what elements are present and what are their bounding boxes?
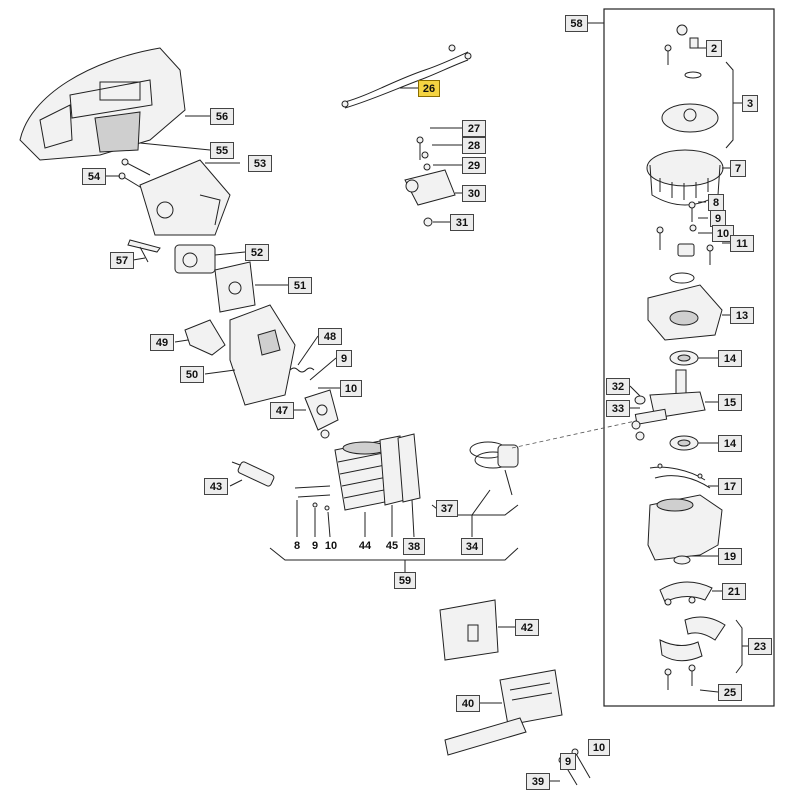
heat-shield [439, 599, 499, 661]
callout-21: 21 [722, 583, 746, 600]
callout-59: 59 [394, 572, 416, 589]
callout-32: 32 [606, 378, 630, 395]
callout-34: 34 [461, 538, 483, 555]
callout-56: 56 [210, 108, 234, 125]
callout-47: 47 [270, 402, 294, 419]
callout-11: 11 [730, 235, 754, 252]
callout-19: 19 [718, 548, 742, 565]
wiring-harness [341, 44, 472, 109]
callout-48: 48 [318, 328, 342, 345]
callout-10d: 10 [588, 739, 610, 756]
clutch-shoes [659, 616, 726, 662]
callout-54: 54 [82, 168, 106, 185]
callout-43: 43 [204, 478, 228, 495]
callout-10b: 10 [324, 540, 338, 552]
callout-42: 42 [515, 619, 539, 636]
callout-9c: 9 [336, 350, 352, 367]
wire-leads [649, 463, 711, 489]
bearing-lower [669, 435, 699, 451]
gasket [214, 261, 256, 313]
bolt [127, 239, 161, 263]
callout-58: 58 [565, 15, 588, 32]
crankcase [647, 494, 723, 561]
crankshaft [631, 369, 706, 441]
spark-plug [231, 461, 275, 487]
intake-manifold [304, 389, 339, 439]
washer [673, 555, 691, 565]
bracket [184, 319, 226, 356]
callout-10c: 10 [340, 380, 362, 397]
nut-and-bolt [664, 24, 699, 65]
callout-49: 49 [150, 334, 174, 351]
callout-17: 17 [718, 478, 742, 495]
callout-33: 33 [606, 400, 630, 417]
callout-53: 53 [248, 155, 272, 172]
callout-52: 52 [245, 244, 269, 261]
callout-7: 7 [730, 160, 746, 177]
callout-44: 44 [358, 540, 372, 552]
callout-9b: 9 [311, 540, 319, 552]
callout-3: 3 [742, 95, 758, 112]
callout-38: 38 [403, 538, 425, 555]
callout-28: 28 [462, 137, 486, 154]
ignition-coil [404, 136, 456, 227]
cylinder-gasket [379, 433, 421, 506]
callout-45: 45 [385, 540, 399, 552]
callout-39: 39 [526, 773, 550, 790]
callout-15: 15 [718, 394, 742, 411]
engine-cover [19, 47, 186, 161]
fan-housing [647, 284, 723, 341]
callout-50: 50 [180, 366, 204, 383]
callout-13: 13 [730, 307, 754, 324]
callout-23: 23 [748, 638, 772, 655]
callout-9d: 9 [560, 753, 576, 770]
subassembly-frame [603, 8, 775, 707]
callout-14a: 14 [718, 350, 742, 367]
callout-8a: 8 [708, 194, 724, 211]
clutch-plate [659, 581, 713, 606]
bearing [669, 350, 699, 366]
callout-29: 29 [462, 157, 486, 174]
callout-25: 25 [718, 684, 742, 701]
callout-40: 40 [456, 695, 480, 712]
callout-51: 51 [288, 277, 312, 294]
muffler [444, 669, 563, 756]
callout-57: 57 [110, 252, 134, 269]
callout-14b: 14 [718, 435, 742, 452]
callout-55: 55 [210, 142, 234, 159]
callout-31: 31 [450, 214, 474, 231]
piston [469, 441, 519, 496]
callout-30: 30 [462, 185, 486, 202]
carburetor [174, 244, 246, 274]
side-cover [139, 159, 231, 236]
intake-housing [229, 304, 296, 406]
spring [289, 367, 315, 373]
callout-37: 37 [436, 500, 458, 517]
starter-pawl-plate [661, 103, 719, 133]
callout-2: 2 [706, 40, 722, 57]
callout-27: 27 [462, 120, 486, 137]
callout-10a: 10 [712, 225, 734, 242]
callout-8b: 8 [293, 540, 301, 552]
callout-26-highlighted[interactable]: 26 [418, 80, 440, 97]
